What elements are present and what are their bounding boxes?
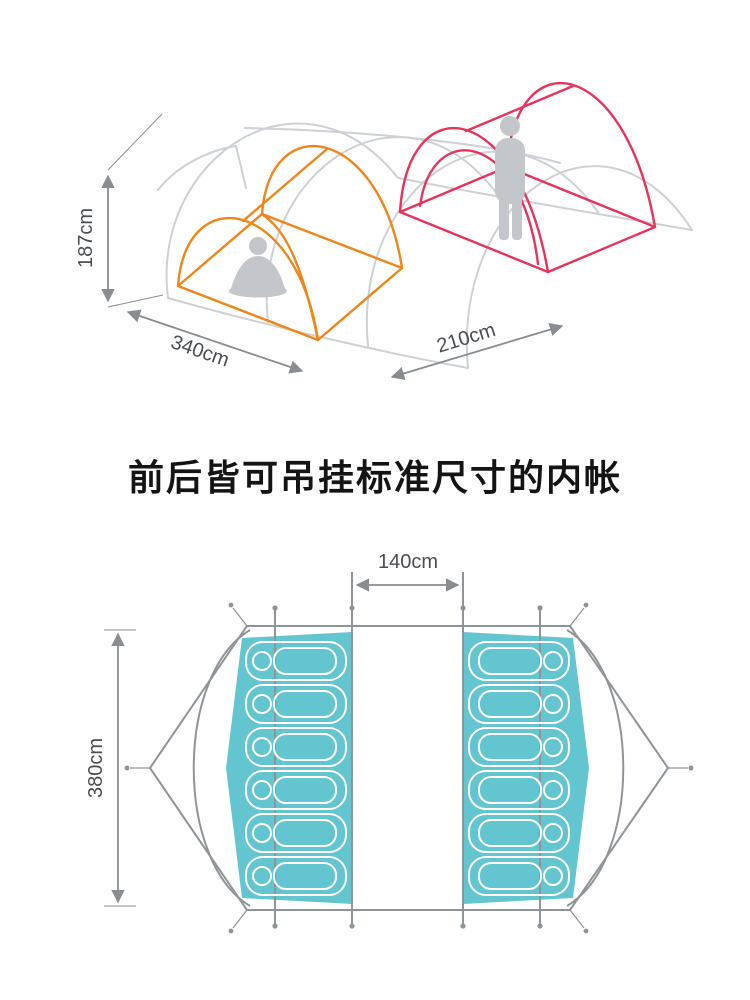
left-end-door-arc <box>192 629 251 907</box>
sleeping-pad <box>245 684 347 724</box>
sleeping-pad <box>245 813 347 853</box>
seated-figure-body <box>231 256 285 289</box>
right-sleeping-area <box>463 632 589 904</box>
right-end-door-arc <box>566 629 625 907</box>
width-arrow <box>390 323 564 380</box>
sleeping-pad <box>468 813 570 853</box>
sleeping-pad <box>245 856 347 896</box>
length-label: 380cm <box>85 738 107 798</box>
front-inner-tent <box>176 145 404 342</box>
sleeping-pads <box>245 641 570 896</box>
standing-figure-head <box>500 116 520 136</box>
seated-figure-legs <box>229 284 287 298</box>
headline-text: 前后皆可吊挂标准尺寸的内帐 <box>127 457 622 498</box>
sleeping-pad <box>468 727 570 767</box>
sleeping-pad <box>245 770 347 810</box>
corridor-dimension: 140cm <box>355 551 460 592</box>
depth-arrow <box>126 309 304 374</box>
rear-inner-tent <box>398 81 657 274</box>
height-dimension: 187cm <box>75 113 164 308</box>
sleeping-pad <box>245 641 347 681</box>
seated-figure-head <box>249 237 267 255</box>
sleeping-pad <box>468 641 570 681</box>
tent-3d-diagram: 187cm 340cm 210cm <box>75 81 693 380</box>
standing-figure-leg <box>499 196 509 240</box>
standing-figure-leg <box>512 196 522 240</box>
seated-figure <box>229 237 287 298</box>
sleeping-pad <box>468 684 570 724</box>
depth-dimension: 340cm <box>126 309 304 374</box>
sleeping-pad <box>468 770 570 810</box>
standing-figure <box>495 116 525 240</box>
height-leader-bottom <box>107 294 164 308</box>
standing-figure-body <box>495 138 525 204</box>
length-leader-ticks <box>104 629 136 907</box>
sleeping-pad <box>245 727 347 767</box>
width-dimension: 210cm <box>390 319 564 380</box>
left-sleeping-area <box>226 632 352 904</box>
length-dimension: 380cm <box>85 629 136 907</box>
height-leader-top <box>107 113 163 171</box>
sleeping-pad <box>468 856 570 896</box>
corridor-width-label: 140cm <box>378 551 438 573</box>
floorplan-diagram: 140cm 380cm <box>85 551 694 934</box>
height-label: 187cm <box>75 208 97 268</box>
stake-lines <box>124 602 694 934</box>
sleeping-areas <box>226 632 589 904</box>
